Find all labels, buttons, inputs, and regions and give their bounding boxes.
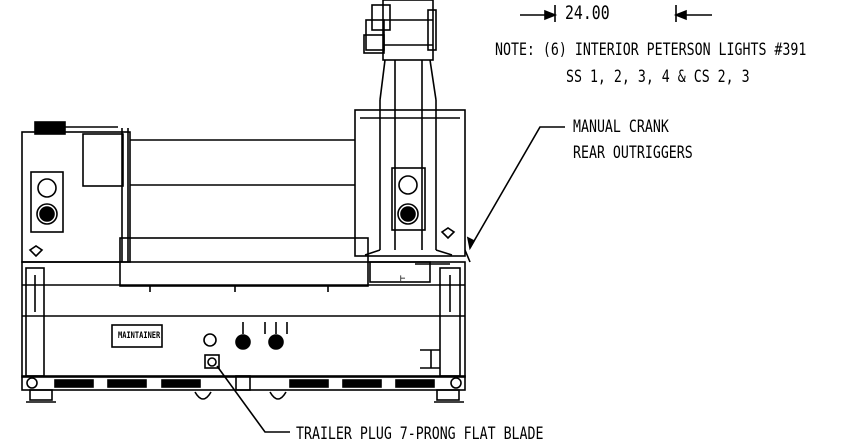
right-compartment [354,109,471,263]
outriggers-leader [469,126,565,249]
dimension-value: 24.00 [565,2,610,24]
left-compartment [21,121,131,263]
outriggers-callout-line-2: REAR OUTRIGGERS [573,143,693,163]
badge-plate [111,324,163,348]
badge-text: MAINTAINER [118,331,161,341]
note-line-1: NOTE: (6) INTERIOR PETERSON LIGHTS #391 [495,40,807,60]
center-body [119,139,369,292]
trailer-plug-sockets [203,322,440,369]
svg-text:⊢: ⊢ [400,274,405,284]
dimension-line [520,5,712,22]
crane-mast [363,0,453,256]
note-line-2: SS 1, 2, 3, 4 & CS 2, 3 [566,67,750,87]
outriggers-callout-line-1: MANUAL CRANK [573,117,669,137]
trailer-plug-callout: TRAILER PLUG 7-PRONG FLAT BLADE [296,424,544,444]
trailer-plug-leader [216,365,290,433]
bottom-rails [21,375,466,403]
bumper-frame: ⊢ [21,261,466,378]
